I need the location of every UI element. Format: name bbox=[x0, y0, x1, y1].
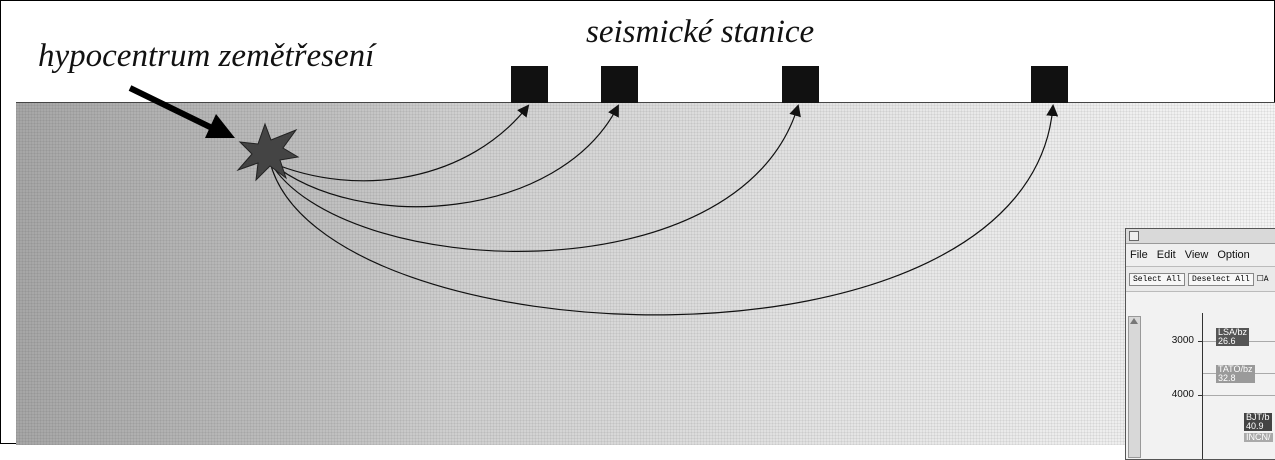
toolbar: Select All Deselect All ☐A bbox=[1126, 266, 1275, 292]
deselect-all-button[interactable]: Deselect All bbox=[1188, 272, 1254, 286]
ray-paths bbox=[128, 85, 1059, 316]
y-tick-label: 3000 bbox=[1171, 335, 1194, 346]
ray-path-2 bbox=[269, 104, 619, 208]
seismic-station-2 bbox=[601, 66, 638, 103]
trace-plot: 3000 4000 LSA/bz 26.6 TATO/bz 32.8 BJT/b… bbox=[1126, 313, 1275, 459]
ray-path-4 bbox=[269, 104, 1059, 316]
seismogram-window: File Edit View Option Select All Deselec… bbox=[1125, 228, 1275, 460]
trace-value: 26.6 bbox=[1218, 336, 1236, 346]
pointer-arrow bbox=[128, 85, 235, 138]
y-tick-mark bbox=[1198, 341, 1203, 342]
earth-crust bbox=[16, 102, 1275, 445]
trace-label-bjt[interactable]: BJT/b 40.9 bbox=[1244, 413, 1272, 431]
trace-name: TATO/bz bbox=[1218, 364, 1253, 374]
hypocenter-label: hypocentrum zemětřesení bbox=[38, 38, 375, 74]
seismic-station-4 bbox=[1031, 66, 1068, 103]
ray-path-1 bbox=[269, 104, 530, 182]
trace-name: BJT/b bbox=[1246, 412, 1270, 422]
toolbar-checkbox[interactable]: ☐A bbox=[1256, 275, 1269, 284]
trace-label-incn[interactable]: INCN/ bbox=[1244, 433, 1273, 442]
trace-value: 40.9 bbox=[1246, 421, 1264, 431]
seismic-station-3 bbox=[782, 66, 819, 103]
trace-name: LSA/bz bbox=[1218, 327, 1248, 337]
vertical-scrollbar[interactable] bbox=[1128, 316, 1141, 458]
select-all-button[interactable]: Select All bbox=[1129, 272, 1186, 286]
window-menu-icon[interactable] bbox=[1129, 231, 1139, 241]
menu-edit[interactable]: Edit bbox=[1156, 249, 1176, 261]
window-titlebar bbox=[1126, 229, 1275, 244]
checkbox-label: A bbox=[1263, 275, 1269, 284]
hypocenter-star-icon bbox=[236, 122, 300, 182]
trace-line bbox=[1203, 395, 1275, 396]
seismic-station-1 bbox=[511, 66, 548, 103]
y-tick-label: 4000 bbox=[1171, 389, 1194, 400]
menu-bar: File Edit View Option bbox=[1126, 244, 1275, 266]
trace-name: INCN/ bbox=[1246, 432, 1271, 442]
scroll-up-icon[interactable] bbox=[1130, 318, 1138, 324]
menu-option[interactable]: Option bbox=[1217, 249, 1250, 261]
trace-label-tato[interactable]: TATO/bz 32.8 bbox=[1216, 365, 1255, 383]
y-axis bbox=[1202, 313, 1203, 459]
menu-file[interactable]: File bbox=[1130, 249, 1148, 261]
ray-path-3 bbox=[269, 104, 801, 252]
y-tick-mark bbox=[1198, 395, 1203, 396]
trace-label-lsa[interactable]: LSA/bz 26.6 bbox=[1216, 327, 1250, 346]
trace-value: 32.8 bbox=[1218, 373, 1236, 383]
menu-view[interactable]: View bbox=[1184, 249, 1209, 261]
stations-label: seismické stanice bbox=[586, 14, 815, 50]
